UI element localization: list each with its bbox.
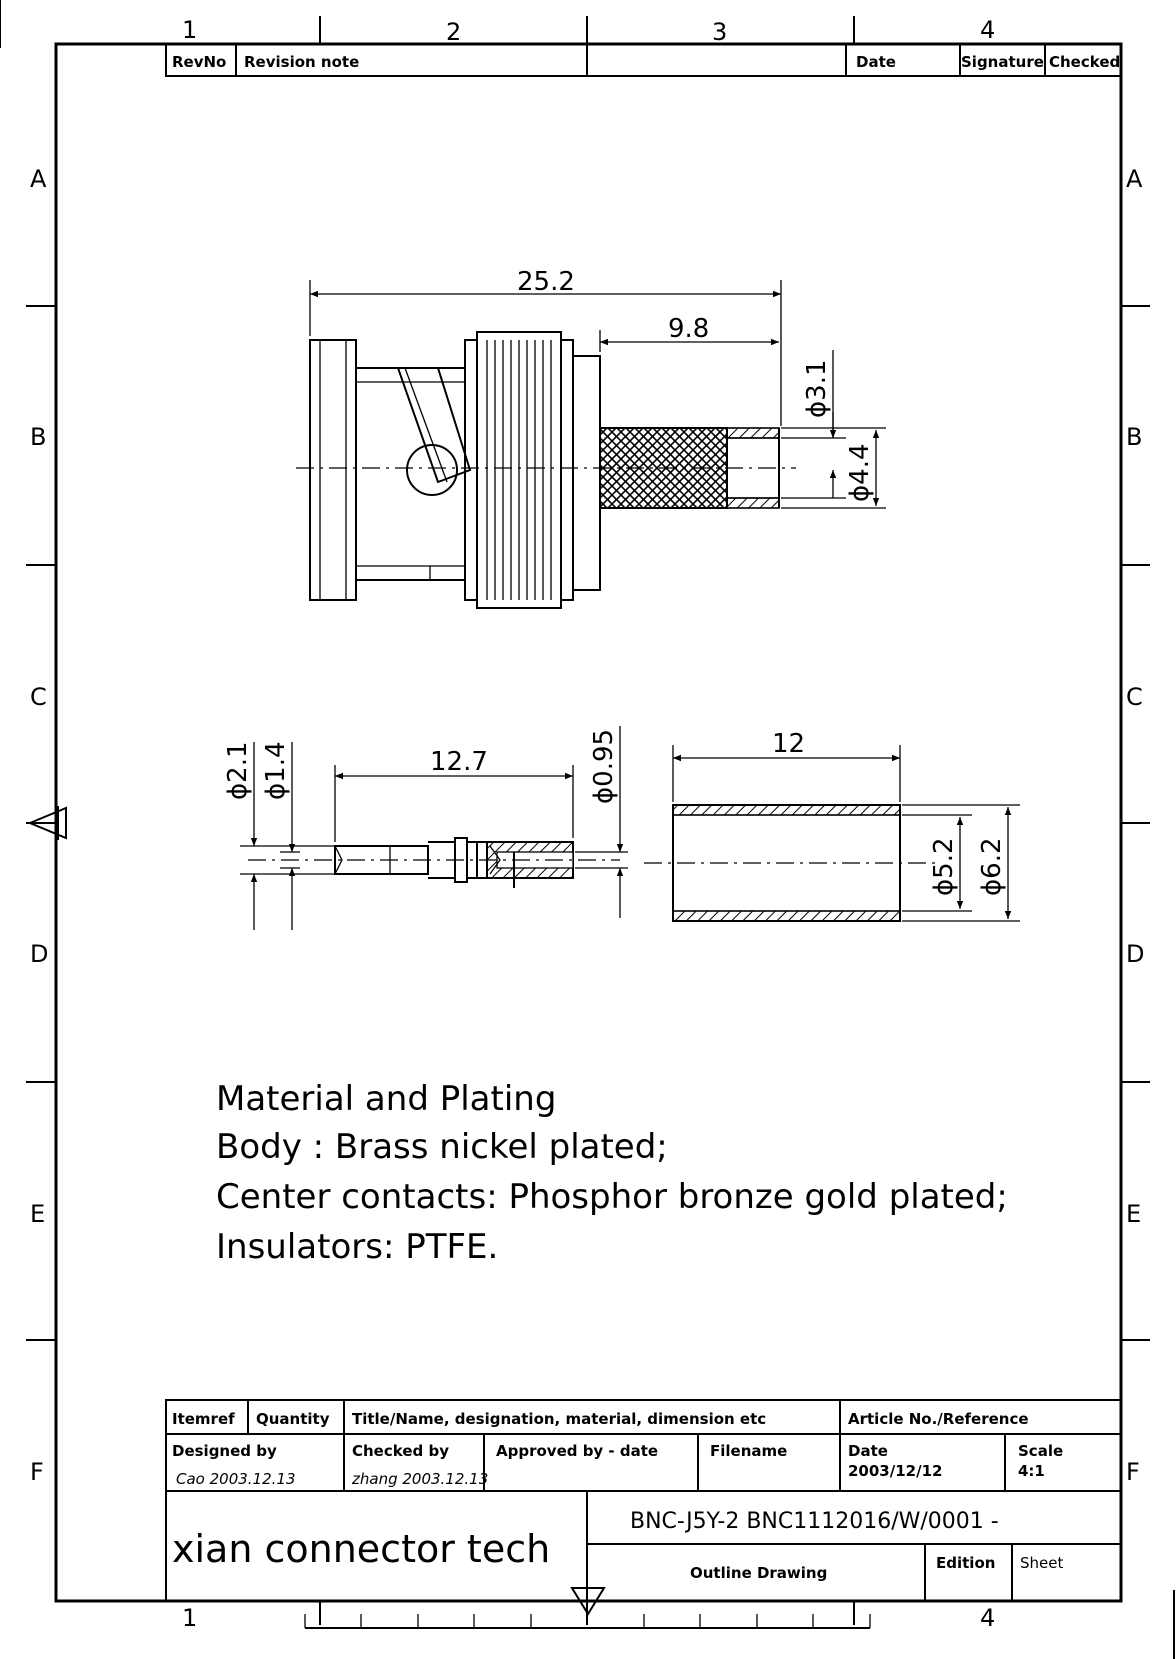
rev-col-signature: Signature — [961, 53, 1044, 71]
tb-sheet-label: Sheet — [1020, 1554, 1063, 1572]
zone-row-e-right: E — [1126, 1200, 1141, 1228]
tb-quantity-label: Quantity — [256, 1410, 330, 1428]
dim-ferrule-outer-dia: ϕ6.2 — [977, 838, 1007, 897]
tb-checked-signature: zhang 2003.12.13 — [351, 1470, 488, 1488]
tb-drawing-type: Outline Drawing — [690, 1564, 827, 1582]
zone-col-4: 4 — [980, 16, 995, 44]
dim-crimp-length: 9.8 — [668, 314, 709, 344]
tb-article-no-label: Article No./Reference — [848, 1410, 1029, 1428]
zone-row-c: C — [30, 683, 47, 711]
zone-row-d: D — [30, 940, 48, 968]
zone-col-1-bottom: 1 — [182, 1604, 197, 1632]
dim-sleeve-inner-dia: ϕ3.1 — [802, 360, 832, 419]
center-pin-view — [248, 837, 620, 888]
title-block: Itemref Quantity Title/Name, designation… — [165, 1399, 1122, 1602]
zone-col-4-bottom: 4 — [980, 1604, 995, 1632]
zone-row-f: F — [30, 1458, 44, 1486]
revision-table: RevNo Revision note Date Signature Check… — [165, 43, 1122, 77]
zone-row-e: E — [30, 1200, 45, 1228]
tb-approved-by-label: Approved by - date — [496, 1442, 658, 1460]
dim-pin-outer-dia: ϕ2.1 — [223, 742, 253, 801]
crimp-ferrule-view — [644, 804, 940, 922]
tb-company-name: xian connector tech — [172, 1527, 550, 1571]
notes-center-contacts: Center contacts: Phosphor bronze gold pl… — [216, 1177, 1008, 1217]
zone-row-b: B — [30, 423, 46, 451]
rev-col-note: Revision note — [244, 53, 359, 71]
tb-itemref-label: Itemref — [172, 1410, 235, 1428]
notes-insulators: Insulators: PTFE. — [216, 1227, 498, 1267]
notes-heading: Material and Plating — [216, 1079, 556, 1119]
bnc-plug-body-view — [296, 331, 796, 609]
dim-overall-length: 25.2 — [517, 267, 575, 297]
zone-labels: 1 2 3 4 1 4 A B C D E F A B C D E F — [30, 16, 1144, 1632]
tb-designed-signature: Cao 2003.12.13 — [176, 1470, 296, 1488]
tb-scale-label: Scale — [1018, 1442, 1063, 1460]
tb-filename-label: Filename — [710, 1442, 787, 1460]
dim-pin-inner-dia: ϕ1.4 — [261, 742, 291, 801]
tb-title-name-label: Title/Name, designation, material, dimen… — [352, 1410, 766, 1428]
zone-col-1: 1 — [182, 16, 197, 44]
zone-ticks — [26, 16, 1150, 1629]
notes-body: Body : Brass nickel plated; — [216, 1127, 668, 1167]
zone-row-a-right: A — [1126, 165, 1143, 193]
zone-row-c-right: C — [1126, 683, 1143, 711]
rev-col-date: Date — [856, 53, 896, 71]
tb-checked-by-label: Checked by — [352, 1442, 449, 1460]
zone-col-2: 2 — [446, 18, 461, 46]
crimp-ferrule-dimensions: 12 ϕ5.2 ϕ6.2 — [672, 729, 1020, 922]
dim-ferrule-inner-dia: ϕ5.2 — [929, 838, 959, 897]
tb-edition-label: Edition — [936, 1554, 995, 1572]
tb-scale-value: 4:1 — [1018, 1462, 1045, 1480]
tb-designed-by-label: Designed by — [172, 1442, 277, 1460]
dim-sleeve-outer-dia: ϕ4.4 — [845, 444, 875, 503]
dim-pin-length: 12.7 — [430, 747, 488, 777]
rev-col-revno: RevNo — [172, 53, 226, 71]
bnc-body-dimensions: 25.2 9.8 ϕ3.1 ϕ4.4 — [309, 267, 886, 509]
zone-row-f-right: F — [1126, 1458, 1140, 1486]
tb-date-label: Date — [848, 1442, 888, 1460]
dim-pin-hole-dia: ϕ0.95 — [589, 729, 619, 804]
zone-col-3: 3 — [712, 18, 727, 46]
dim-ferrule-length: 12 — [772, 729, 805, 759]
rev-col-checked: Checked — [1049, 53, 1120, 71]
material-notes: Material and Plating Body : Brass nickel… — [216, 1079, 1008, 1267]
zone-row-b-right: B — [1126, 423, 1142, 451]
zone-row-d-right: D — [1126, 940, 1144, 968]
zone-row-a: A — [30, 165, 47, 193]
tb-date-value: 2003/12/12 — [848, 1462, 942, 1480]
center-pin-dimensions: ϕ2.1 ϕ1.4 12.7 ϕ0.95 — [223, 726, 628, 930]
tb-part-number: BNC-J5Y-2 BNC1112016/W/0001 - — [630, 1509, 999, 1534]
